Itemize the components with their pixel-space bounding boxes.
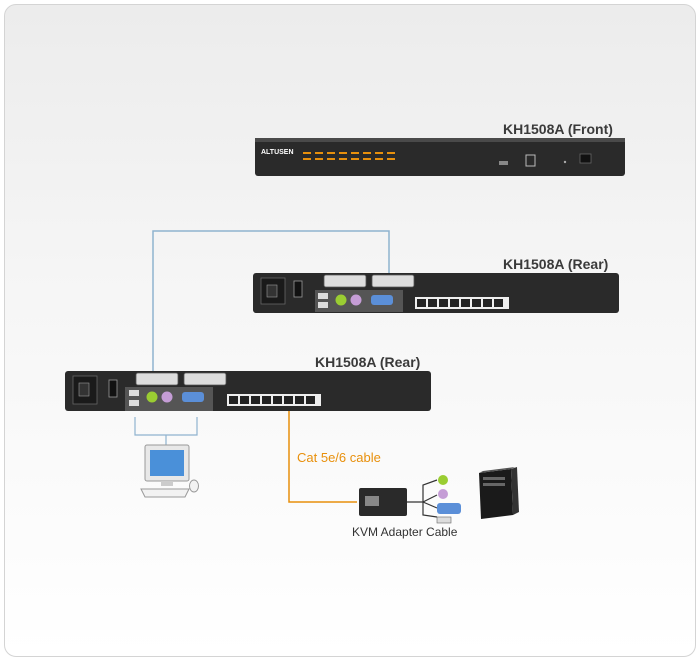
console-cable	[134, 417, 198, 445]
keyboard-icon	[140, 488, 190, 498]
chain-port-in	[135, 372, 179, 386]
vga-port-icon	[182, 392, 204, 402]
kh1508a-rear-unit-bottom	[65, 371, 431, 411]
ps2-port-icon	[350, 294, 362, 306]
mouse-icon	[189, 479, 199, 493]
port-leds	[303, 152, 395, 160]
usb-port-icon	[129, 390, 139, 396]
adapter-label: KVM Adapter Cable	[352, 525, 458, 539]
server-tower-icon	[479, 467, 519, 519]
rear-unit-top-label: KH1508A (Rear)	[503, 256, 609, 272]
brand-logo: ALTUSEN	[261, 149, 294, 156]
rj45-port-icon	[415, 297, 509, 309]
diagram-canvas: ALTUSEN	[65, 138, 625, 524]
chain-port-out	[371, 274, 415, 288]
ps2-port-icon	[335, 294, 347, 306]
diagram-frame: ALTUSEN	[4, 4, 696, 657]
power-switch-icon	[108, 379, 118, 398]
chain-port-out	[183, 372, 227, 386]
daisy-chain-cable	[152, 230, 390, 375]
kvm-adapter-icon	[359, 475, 461, 524]
rj45-port-icon	[227, 394, 321, 406]
usb-port-icon	[129, 400, 139, 406]
kh1508a-front-unit: ALTUSEN	[255, 138, 625, 176]
front-unit-label: KH1508A (Front)	[503, 121, 613, 137]
chain-port-in	[323, 274, 367, 288]
ps2-port-icon	[161, 391, 173, 403]
cable-label: Cat 5e/6 cable	[297, 450, 381, 465]
usb-port-icon	[318, 302, 328, 308]
vga-port-icon	[371, 295, 393, 305]
cat-cable	[288, 411, 357, 503]
rear-unit-bottom-label: KH1508A (Rear)	[315, 354, 421, 370]
kh1508a-rear-unit-top	[253, 273, 619, 313]
power-switch-icon	[293, 280, 303, 298]
monitor-icon	[144, 444, 190, 486]
ps2-port-icon	[146, 391, 158, 403]
usb-port-icon	[318, 293, 328, 299]
